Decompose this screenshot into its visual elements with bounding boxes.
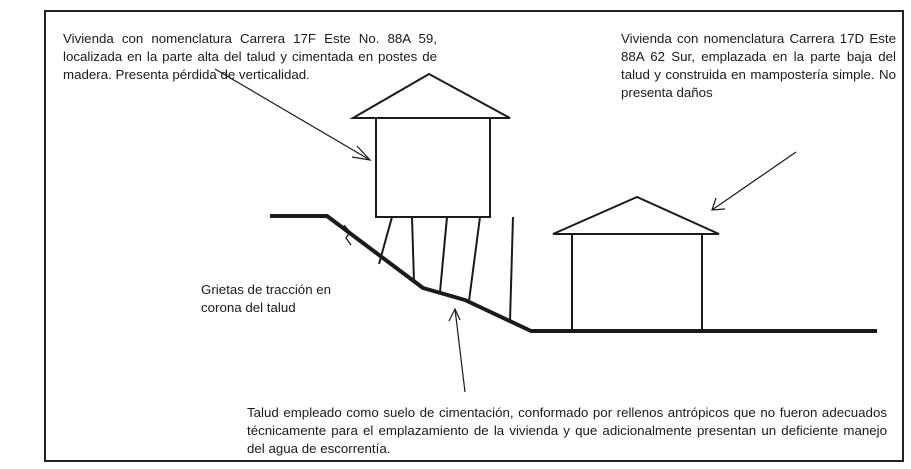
- lower-house: [552, 195, 720, 332]
- arrow-lower-house: [711, 151, 797, 211]
- upper-house-body: [375, 117, 491, 218]
- tension-crack: [343, 224, 352, 246]
- arrow-slope-head: [448, 307, 461, 322]
- cracks-note: Grietas de tracción en corona del talud: [201, 282, 332, 315]
- wooden-post: [411, 216, 415, 283]
- leader-arrows: [214, 68, 797, 393]
- arrow-upper-house-head: [351, 145, 372, 161]
- slope-note: Talud empleado como suelo de cimentación…: [247, 405, 887, 456]
- lower-house-roof: [552, 195, 720, 235]
- wooden-post: [468, 216, 481, 302]
- lower-house-note: Vivienda con nomenclatura Carrera 17D Es…: [621, 31, 896, 100]
- upper-house-note: Vivienda con nomenclatura Carrera 17F Es…: [63, 31, 437, 82]
- wooden-post: [439, 216, 448, 293]
- wooden-post: [509, 216, 514, 322]
- lower-house-body: [571, 233, 703, 332]
- arrow-slope: [454, 308, 466, 393]
- wooden-post: [378, 216, 393, 265]
- arrow-lower-house-head: [711, 197, 726, 211]
- upper-house: [349, 72, 514, 322]
- figure-border: [44, 10, 904, 462]
- arrow-upper-house: [214, 68, 371, 161]
